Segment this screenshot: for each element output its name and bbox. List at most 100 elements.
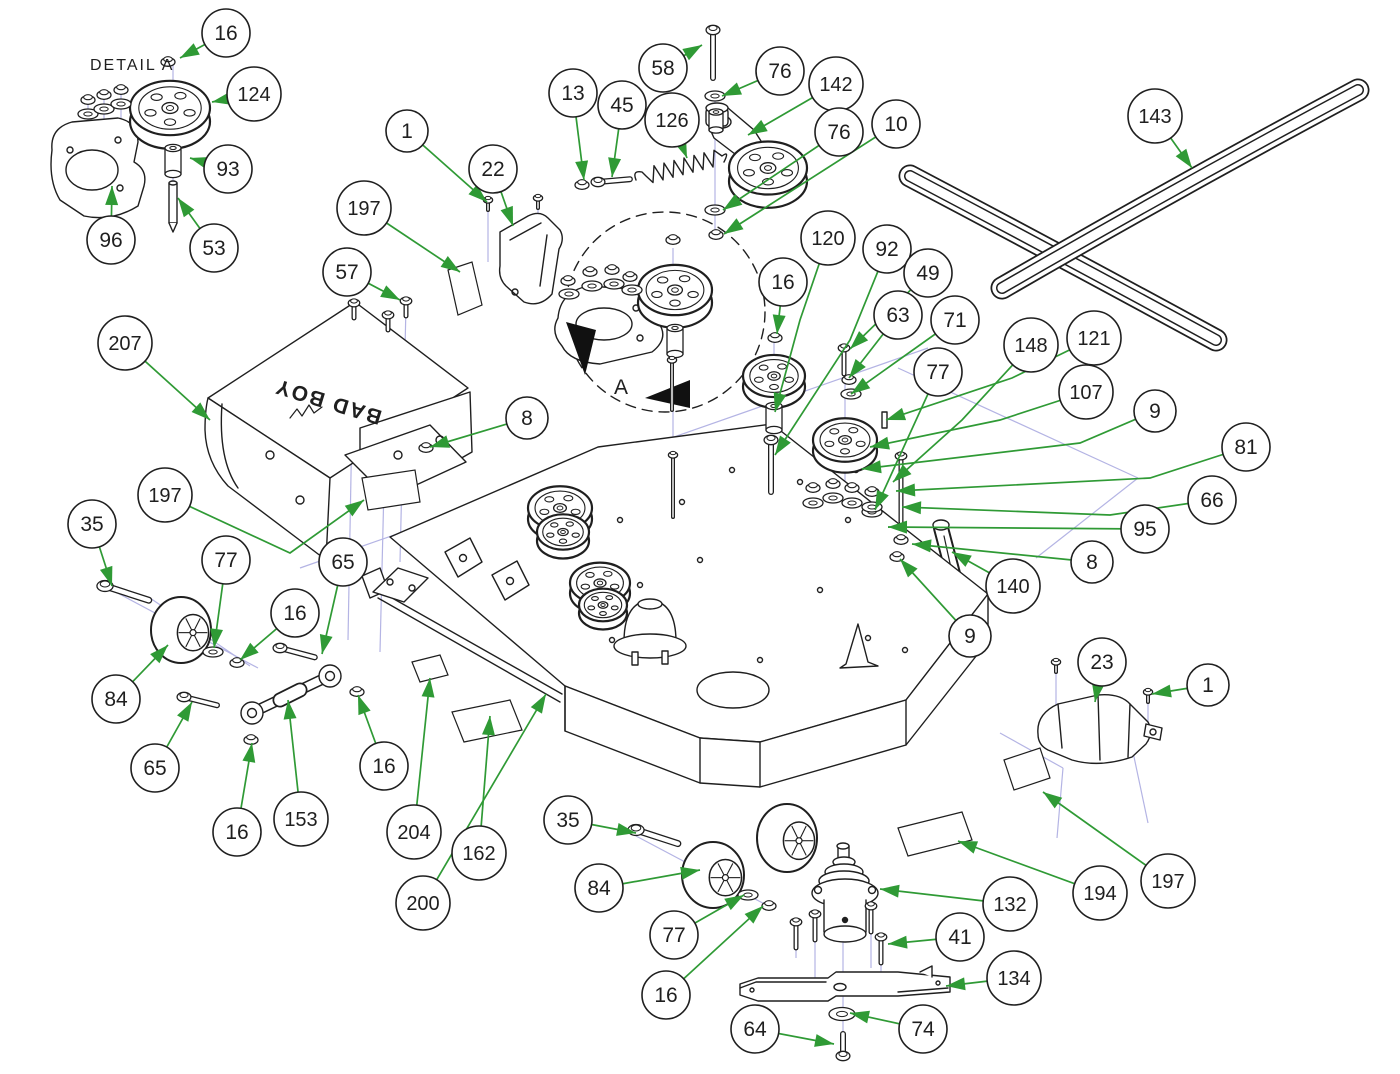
callout-number: 35 xyxy=(556,809,579,832)
bolt xyxy=(96,579,153,604)
callout-number: 22 xyxy=(481,158,504,181)
leader-arrowhead-121-26 xyxy=(886,407,907,421)
callout-23-61: 23 xyxy=(1077,637,1127,687)
leader-arrowhead-35-38 xyxy=(99,565,113,586)
callout-76-15: 76 xyxy=(814,107,864,157)
callout-number: 124 xyxy=(237,84,270,106)
leader-arrowhead-107-27 xyxy=(870,436,890,450)
nut xyxy=(889,551,905,562)
decal xyxy=(1003,747,1051,791)
adjustable-link xyxy=(240,664,342,725)
callout-number: 66 xyxy=(1200,489,1223,512)
callout-number: 16 xyxy=(372,755,395,778)
callout-number: 207 xyxy=(108,333,141,355)
nut xyxy=(893,534,909,545)
leader-arrowhead-77-24 xyxy=(875,490,889,510)
bolt xyxy=(705,24,721,81)
spindle-bell-housing xyxy=(613,598,687,666)
decal xyxy=(451,699,523,743)
leader-arrowhead-194-59 xyxy=(958,841,979,854)
nut xyxy=(844,482,860,493)
bolt xyxy=(808,909,822,943)
bolt xyxy=(666,355,678,412)
callout-16-41: 16 xyxy=(270,588,320,638)
leader-arrowhead-58-12 xyxy=(682,45,702,61)
pulley xyxy=(535,513,591,560)
leader-line-8-32 xyxy=(911,543,1093,563)
nut xyxy=(96,89,112,100)
leader-arrowhead-95-31 xyxy=(888,520,908,534)
callout-65-43: 65 xyxy=(130,743,180,793)
pulley xyxy=(577,587,629,631)
callout-number: 204 xyxy=(397,822,430,844)
callout-number: 140 xyxy=(996,576,1029,598)
callout-number: 200 xyxy=(406,893,439,915)
callout-number: 65 xyxy=(143,757,166,780)
mower-blade xyxy=(739,965,951,1002)
callout-number: 197 xyxy=(347,198,380,220)
callout-number: 77 xyxy=(662,924,685,947)
leader-arrowhead-23-61 xyxy=(1091,682,1105,702)
callout-number: 76 xyxy=(827,121,850,144)
callout-number: 197 xyxy=(148,485,181,507)
callout-124-1: 124 xyxy=(226,66,282,122)
leader-arrowhead-142-14 xyxy=(748,119,768,135)
bolt xyxy=(627,823,682,848)
callout-number: 92 xyxy=(875,238,898,261)
nut xyxy=(761,900,777,911)
washer xyxy=(822,492,844,504)
leader-arrowhead-16-46 xyxy=(358,695,371,716)
pulley xyxy=(727,140,809,209)
callout-number: 16 xyxy=(214,22,237,45)
bolt xyxy=(590,176,633,188)
pulley xyxy=(811,417,879,474)
leader-arrowhead-71-23 xyxy=(851,377,871,394)
leader-arrowhead-57-8 xyxy=(380,285,400,300)
leader-arrowhead-134-56 xyxy=(946,977,966,991)
nut xyxy=(825,478,841,489)
leader-arrowhead-74-55 xyxy=(850,1010,870,1024)
nut xyxy=(80,94,96,105)
decal xyxy=(361,469,421,511)
bolt xyxy=(874,932,888,966)
callout-58-12: 58 xyxy=(638,43,688,93)
callout-number: 197 xyxy=(1151,871,1184,893)
callout-132-58: 132 xyxy=(982,876,1038,932)
callout-197-37: 197 xyxy=(137,467,193,523)
callout-22-6: 22 xyxy=(468,144,518,194)
callout-96-3: 96 xyxy=(86,215,136,265)
callout-35-38: 35 xyxy=(67,499,117,549)
washer xyxy=(737,889,759,901)
decal xyxy=(447,261,483,316)
leader-arrowhead-16-41 xyxy=(240,642,259,660)
detail-a-plate xyxy=(50,117,146,219)
nut xyxy=(622,271,638,282)
leader-arrowhead-96-3 xyxy=(105,186,119,206)
bolt xyxy=(381,310,395,333)
callout-142-14: 142 xyxy=(808,56,864,112)
callout-10-16: 10 xyxy=(871,99,921,149)
callout-63-22: 63 xyxy=(873,290,923,340)
callout-13-9: 13 xyxy=(548,68,598,118)
leader-arrowhead-8-32 xyxy=(912,539,932,553)
callout-number: 77 xyxy=(926,361,949,384)
bolt xyxy=(667,450,679,519)
leader-arrowhead-35-50 xyxy=(616,823,636,836)
leader-arrowhead-1-5 xyxy=(468,184,487,202)
callout-number: 84 xyxy=(587,877,611,900)
bolt xyxy=(532,193,544,210)
callout-95-31: 95 xyxy=(1120,504,1170,554)
hardware-primitives xyxy=(77,24,1154,1062)
leader-arrowhead-9-28 xyxy=(862,460,882,474)
callout-66-30: 66 xyxy=(1187,475,1237,525)
callout-8-32: 8 xyxy=(1070,540,1114,584)
callout-204-47: 204 xyxy=(386,804,442,860)
detail-a-pin xyxy=(168,180,178,233)
nut xyxy=(560,275,576,286)
callout-84-42: 84 xyxy=(91,674,141,724)
leader-line-107-27 xyxy=(869,391,1087,448)
callout-45-10: 45 xyxy=(597,80,647,130)
callout-number: 121 xyxy=(1077,328,1110,350)
